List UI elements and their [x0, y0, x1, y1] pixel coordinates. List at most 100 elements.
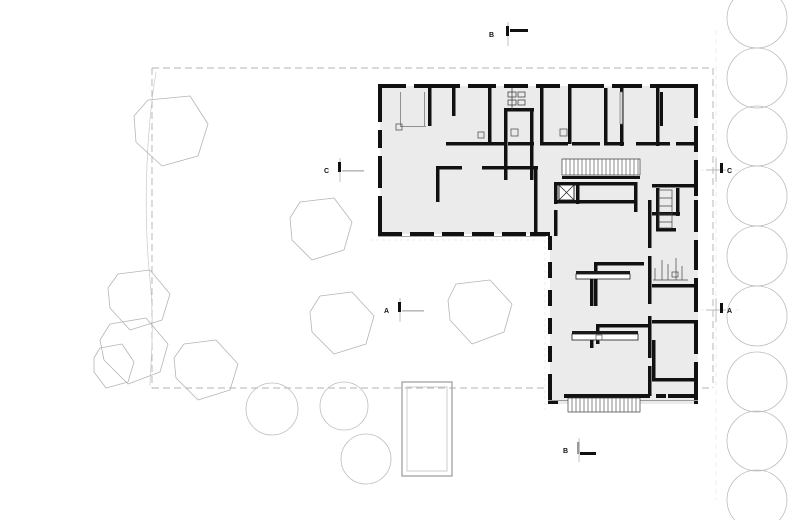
exterior-wall-segment	[694, 200, 698, 232]
section-marker-label: A	[727, 308, 732, 315]
fixture-symbol	[517, 99, 526, 106]
shelf-line	[659, 197, 672, 223]
exterior-wall-segment	[548, 236, 552, 250]
interior-wall	[648, 200, 652, 248]
exterior-wall-segment	[548, 400, 558, 404]
bathroom-fixtures	[507, 88, 526, 110]
exterior-wall-segment	[378, 232, 402, 236]
interior-wall	[648, 366, 652, 396]
interior-wall	[590, 334, 594, 348]
stair-treads	[565, 159, 639, 175]
section-arrow	[510, 29, 528, 32]
exterior-wall-segment	[548, 318, 552, 334]
section-marker-a-left[interactable]: A	[384, 298, 424, 322]
section-marker-b-bottom[interactable]: B	[563, 438, 596, 462]
section-marker-a-right[interactable]: A	[706, 298, 732, 322]
interior-wall	[482, 166, 538, 170]
partition-thin	[619, 91, 623, 125]
tree-circle	[726, 105, 788, 167]
interior-wall	[636, 142, 670, 146]
counter-unit	[575, 273, 631, 280]
section-marker-label: C	[727, 168, 732, 175]
fixture-square	[559, 128, 568, 137]
pool-inner	[406, 386, 448, 472]
exterior-wall-segment	[694, 362, 698, 404]
interior-wall	[590, 272, 594, 306]
section-marker-c-left[interactable]: C	[324, 158, 364, 182]
exterior-wall-segment	[468, 84, 496, 88]
vegetation-circles	[245, 0, 788, 520]
interior-wall	[576, 182, 580, 204]
section-arrow	[402, 310, 424, 312]
interior-wall	[508, 142, 534, 146]
tree-circle	[726, 410, 788, 472]
shaft-cross	[558, 184, 575, 201]
exterior-wall-segment	[548, 346, 552, 362]
exterior-wall-segment	[414, 84, 460, 88]
exterior-wall-segment	[378, 156, 382, 188]
section-marker-b-top[interactable]: B	[489, 22, 528, 46]
exterior-wall-segment	[410, 232, 434, 236]
interior-wall	[594, 302, 598, 306]
tree-circle	[726, 351, 788, 413]
exterior-wall-segment	[378, 84, 406, 88]
exterior-wall-segment	[694, 160, 698, 196]
tree-polygon	[289, 197, 353, 261]
section-marker-label: A	[384, 308, 389, 315]
interior-wall	[554, 210, 558, 236]
interior-wall	[504, 108, 508, 142]
exterior-wall-segment	[656, 394, 666, 398]
exterior-wall-segment	[694, 84, 698, 118]
exterior-wall-segment	[694, 126, 698, 152]
interior-wall	[656, 88, 660, 146]
interior-wall	[554, 200, 636, 204]
closet-line	[424, 92, 425, 126]
section-arrow	[342, 170, 364, 172]
interior-wall	[648, 256, 652, 304]
interior-wall	[484, 142, 506, 146]
section-tick	[338, 162, 341, 172]
interior-wall	[436, 166, 462, 170]
interior-wall	[568, 88, 572, 144]
tree-polygon	[173, 339, 239, 401]
tree-circle	[340, 433, 392, 485]
shelf-outline	[658, 189, 673, 229]
tree-polygon	[99, 317, 169, 385]
interior-wall	[594, 262, 644, 266]
elevator-shaft	[558, 184, 575, 201]
interior-wall	[504, 108, 534, 112]
interior-wall	[604, 88, 608, 144]
exterior-wall-segment	[536, 84, 560, 88]
section-marker-c-right[interactable]: C	[706, 158, 732, 182]
interior-wall	[504, 142, 508, 180]
stair-lower	[567, 397, 641, 413]
tree-polygon	[309, 291, 375, 355]
exterior-wall-segment	[650, 84, 698, 88]
fixture-square	[671, 271, 679, 278]
tree-circle	[726, 469, 788, 520]
interior-wall	[652, 378, 696, 382]
interior-wall	[488, 88, 492, 144]
pool-rectangle	[401, 381, 453, 477]
tree-polygon	[107, 269, 171, 331]
exterior-wall-segment	[378, 196, 382, 236]
closet-line	[400, 92, 401, 126]
interior-wall	[540, 142, 568, 146]
section-tick	[720, 303, 723, 313]
interior-walls-lower	[554, 182, 696, 396]
site-edge-curve	[145, 71, 157, 387]
interior-wall	[554, 182, 636, 186]
fixture-symbol	[517, 91, 526, 98]
exterior-wall-segment	[668, 394, 698, 398]
section-marker-label: C	[324, 168, 329, 175]
glazing-line	[378, 236, 546, 237]
exterior-wall-segment	[612, 84, 642, 88]
interior-wall	[648, 316, 652, 358]
interior-wall	[530, 142, 534, 180]
interior-wall	[436, 166, 440, 202]
interior-wall	[428, 88, 432, 126]
exterior-wall-segment	[694, 278, 698, 312]
interior-wall	[596, 324, 650, 328]
